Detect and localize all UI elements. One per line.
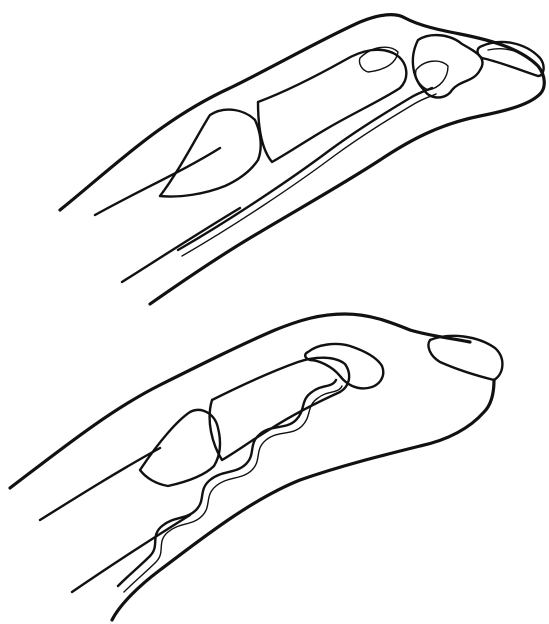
bottom-dorsal-skin-outline: [10, 314, 470, 488]
bottom-middle-phalanx: [210, 358, 350, 460]
top-volar-skin-line: [95, 148, 220, 215]
top-middle-phalanx: [258, 50, 406, 162]
bottom-volar-skin-line: [40, 448, 160, 520]
bottom-proximal-phalanx: [140, 410, 220, 486]
bottom-distal-phalanx: [305, 344, 383, 388]
top-fingertip-pad: [150, 94, 540, 304]
top-finger-panel: [60, 15, 544, 304]
top-volar-skin-line-lower: [122, 208, 240, 282]
top-dorsal-skin-outline: [60, 15, 544, 210]
bottom-finger-panel: [10, 314, 502, 620]
bottom-flexor-tendon-inner: [124, 386, 342, 592]
bottom-fingertip-pad: [112, 380, 494, 620]
top-flexor-tendon-inner: [182, 94, 436, 256]
bottom-volar-skin-line-lower: [72, 515, 190, 592]
